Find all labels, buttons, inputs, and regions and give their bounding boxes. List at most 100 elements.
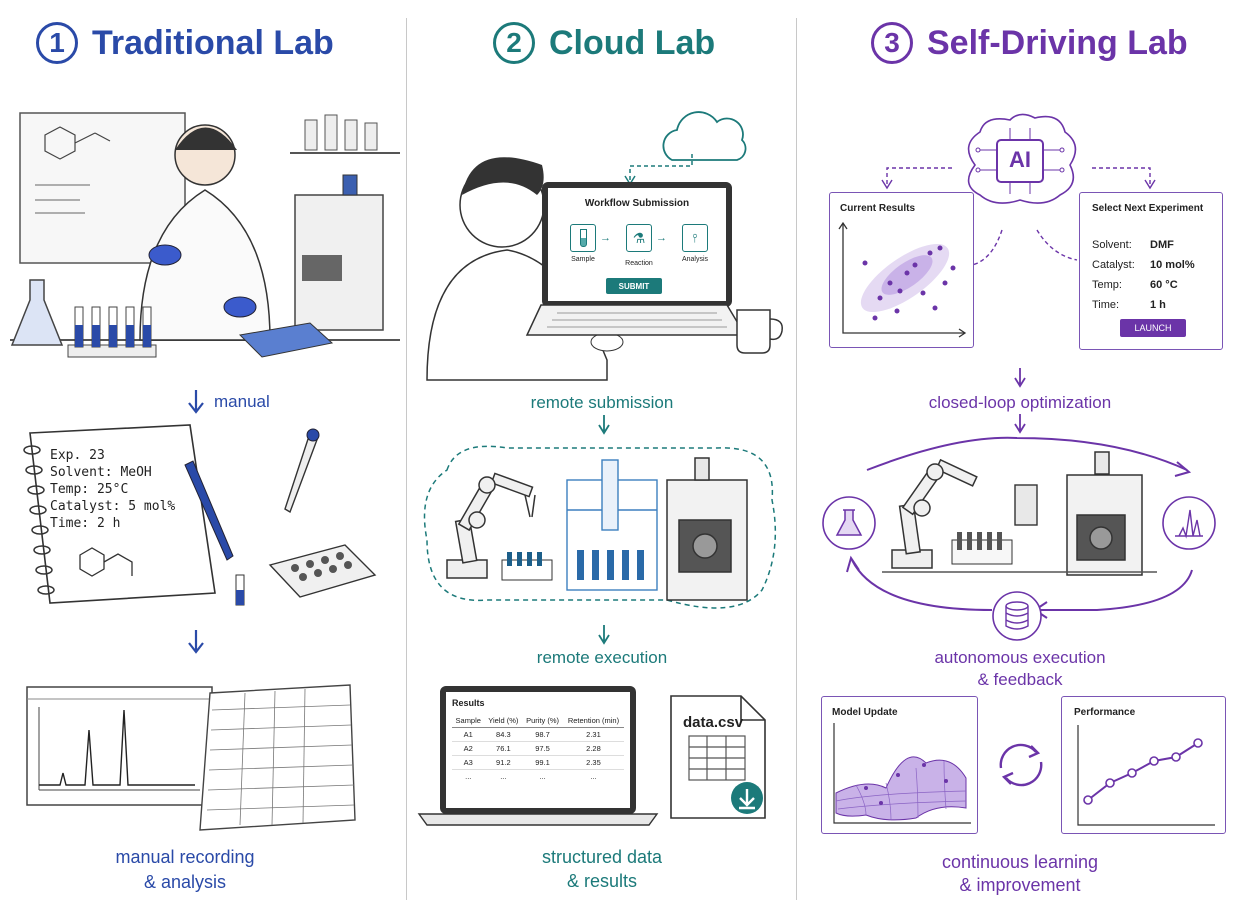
results-laptop-base [417,813,659,826]
whiteboard [19,112,186,264]
current-results-card: Current Results [829,192,974,348]
table-cell: A2 [452,741,485,756]
table-cell: A1 [452,727,485,742]
ai-output-arrows [881,167,1156,266]
results-laptop-screen: Results Sample Yield (%) Purity (%) Rete… [440,686,636,814]
step-number-badge: 3 [871,22,913,64]
panel-title: 3 Self-Driving Lab [871,22,1188,64]
table-cell: A3 [452,755,485,770]
test-tube-icon [579,229,587,247]
table-cell: 97.5 [522,741,563,756]
param-row: Solvent: DMF [1092,235,1195,255]
step-label-manual: manual [214,392,270,411]
table-cell: 91.2 [484,755,523,770]
divider-right [796,18,797,900]
handwritten-data-sheet [199,684,356,831]
test-tube-rack [67,306,157,358]
step-label-closed-loop: closed-loop optimization [928,393,1112,412]
table-cell: 2.28 [562,741,624,756]
bottom-label-line-1: structured data [541,847,663,867]
column-header: Yield (%) [484,714,523,728]
next-experiment-card: Select Next Experiment Solvent: DMF Catal… [1079,192,1223,350]
step-label-autonomous: autonomous execution & feedback [797,647,1240,691]
workflow-heading: Workflow Submission [584,198,690,209]
param-key: Temp: [1092,279,1122,291]
laptop-keyboard [525,304,747,336]
coffee-mug [736,309,783,354]
model-update-title: Model Update [832,707,898,718]
molecule-sketch [44,126,111,160]
workflow-arrow: → [656,232,667,244]
bottom-label-line-2: & results [566,871,638,891]
step-box-reaction: ⚗ [626,224,652,252]
panel-title-text: Traditional Lab [92,23,334,62]
erlenmeyer-flask [10,279,64,346]
step-label: Sample [571,256,595,263]
panel-cloud-lab: 2 Cloud Lab Workflow Submission ⚗ ⫯ → → … [407,0,796,918]
table-cell: 84.3 [484,727,523,742]
loop-arrow-left [851,559,993,611]
arrow-down-1 [188,390,204,414]
column-header: Purity (%) [522,714,563,728]
ai-brain-icon [967,113,1077,204]
step-label-remote-submission: remote submission [530,393,674,412]
step-label-remote-execution: remote execution [536,648,668,667]
glove-left [148,244,182,266]
model-update-card: Model Update [821,696,978,834]
current-results-title: Current Results [840,203,916,214]
table-cell: 2.35 [562,755,624,770]
panel-title-text: Self-Driving Lab [927,23,1188,62]
table-cell: 2.31 [562,727,624,742]
flask-icon: ⚗ [632,229,646,246]
bottom-label: structured data & results [407,845,797,893]
autonomous-line-2: & feedback [977,670,1063,689]
lab-notebook [23,424,216,604]
analyzer-instrument [1066,451,1143,576]
chromatogram-monitor [26,686,213,806]
robot-arm [446,472,536,579]
well-plate [238,322,334,358]
ai-label: AI [1009,147,1031,172]
submit-button[interactable]: SUBMIT [606,278,662,294]
bottom-label-line-1: continuous learning [941,852,1099,872]
performance-title: Performance [1074,707,1136,718]
step-number-badge: 2 [493,22,535,64]
table-cell: ... [465,772,472,781]
step-box-analysis: ⫯ [682,224,708,252]
bottom-label-line-2: & improvement [959,875,1081,895]
file-name: data.csv [683,714,744,731]
results-title: Results [452,698,485,708]
arrow-down-2 [188,630,204,654]
notebook-line: Temp: 25°C [50,482,129,497]
param-list: Solvent:DMF Catalyst:10 mol% Temp:60 °C … [1092,235,1195,315]
next-experiment-title: Select Next Experiment [1092,203,1204,214]
pipette [284,432,319,514]
refresh-cycle-icon [999,743,1043,787]
notebook-text: Exp. 23 Solvent: MeOH Temp: 25°C Catalys… [50,447,175,532]
table-cell: 99.1 [522,755,563,770]
closed-loop-workcell [822,436,1216,641]
cloud-boundary [423,445,777,609]
table-cell: ... [539,772,546,781]
table-cell: ... [500,772,507,781]
param-key: Solvent: [1092,239,1132,251]
param-row: Catalyst:10 mol% [1092,255,1195,275]
table-row: A2 76.1 97.5 2.28 [452,741,624,756]
bottom-label-line-2: & analysis [143,872,227,892]
param-value: DMF [1150,239,1174,251]
bottom-label: manual recording & analysis [0,845,370,895]
panel-title: 2 Cloud Lab [493,22,715,64]
robotic-workcell-illustration [423,445,777,609]
table-row: A3 91.2 99.1 2.35 [452,755,624,770]
liquid-handler [566,459,658,591]
notebook-line: Catalyst: 5 mol% [50,499,176,514]
param-key: Time: [1092,299,1120,311]
arrow-down-1 [598,415,610,435]
pen [184,460,234,561]
launch-button[interactable]: LAUNCH [1120,319,1186,337]
param-value: 1 h [1150,299,1166,311]
param-row: Temp:60 °C [1092,275,1195,295]
step-label: Reaction [625,260,653,267]
bottom-label-line-1: manual recording [115,847,255,867]
pen-pipette-wellplate-illustration [184,428,377,606]
